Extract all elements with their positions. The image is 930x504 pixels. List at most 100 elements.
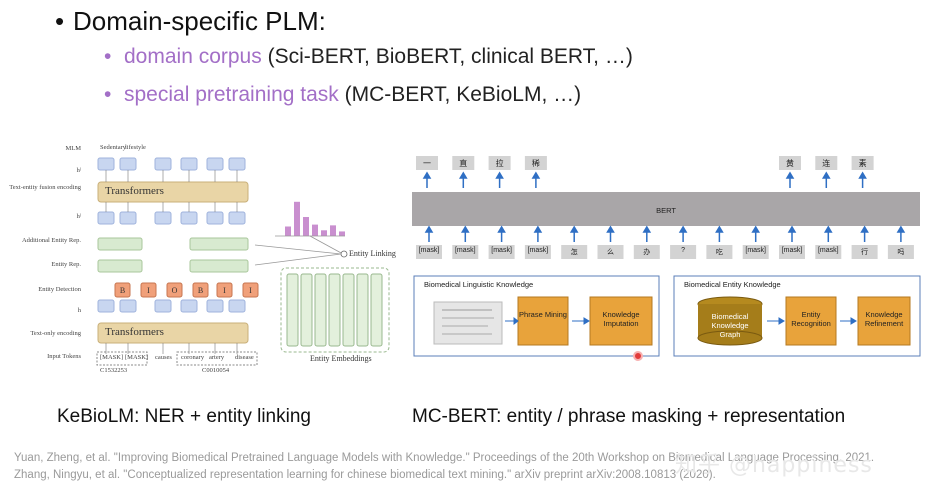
detection-tag: I [249,286,252,295]
input-token: [MASK] [125,354,149,361]
input-token: 么 [607,249,614,256]
input-token: 吃 [715,249,723,256]
token-box [97,211,115,225]
arrow-icon [821,171,831,188]
embedding-card [370,273,383,347]
input-token: [MASK] [100,354,124,361]
bert-bar [412,192,920,226]
entity-embeddings-label: Entity Embeddings [310,354,372,363]
top-word-1: Sedentary [100,144,126,151]
arrow-icon [785,171,795,188]
input-token-box [742,245,769,259]
arrow-icon [787,225,797,242]
arrow-icon [569,225,579,242]
arrow-icon [497,225,506,242]
row-label: hˡ [76,213,81,220]
text-transformers-label: Transformers [105,326,164,338]
input-token-box [561,245,588,259]
token-box [228,299,246,313]
token-box [154,299,172,313]
input-token: coronary [181,354,205,361]
output-token-box [416,156,438,170]
newspaper-image [433,301,503,345]
output-token: 一 [423,159,431,168]
input-token: [mask] [491,247,512,254]
output-token: 素 [858,159,867,168]
output-token-box [779,156,801,170]
arrow-icon [424,225,434,242]
arrow-icon [422,171,432,188]
bert-label: BERT [656,206,676,215]
token-box [154,211,172,225]
input-token-box [670,245,697,259]
input-token: [mask] [418,247,440,254]
input-token: 办 [643,249,651,256]
entity-title: Biomedical Entity Knowledge [684,280,781,289]
embedding-card [286,273,299,347]
arrow-icon [715,225,724,242]
arrow-icon [860,225,869,242]
arrow-icon [896,225,906,242]
detection-tag: I [223,286,226,295]
output-token-box [488,156,511,170]
output-token: 稀 [531,159,540,168]
detection-tag: O [172,286,178,295]
watermark: 知乎 @happiness [675,453,873,478]
entity-embeddings-group [280,267,390,353]
input-token-box [851,245,878,259]
arrow-icon [858,171,867,188]
arrow-icon [505,317,519,325]
bullet-special-pretraining: •special pretraining task (MC-BERT, KeBi… [104,83,582,106]
mcbert-svg [412,156,921,361]
embedding-score-bar [339,231,345,236]
embedding-score-bar [303,217,309,236]
fusion-transformers-label: Transformers [105,185,164,197]
reference-1: Yuan, Zheng, et al. "Improving Biomedica… [14,452,875,464]
reference-2: Zhang, Ningyu, et al. "Conceptualized re… [14,469,716,481]
token-box [206,157,224,171]
row-label: MLM [65,145,81,152]
token-box [119,157,137,171]
output-token: 直 [459,159,468,168]
cursor-dot [633,351,643,361]
entity-recognition-label: Entity Recognition [791,310,831,328]
arrow-icon [751,225,761,242]
entity-rep-box [97,259,143,273]
top-word-2: lifestyle [125,144,146,151]
row-label: Entity Detection [38,286,81,293]
input-token: [mask] [817,247,839,254]
detection-tag-box [242,282,259,298]
embedding-score-bar [330,225,336,236]
output-token-box [815,156,838,170]
token-box [154,157,172,171]
phrase-mining-label: Phrase Mining [519,310,567,319]
row-label: Entity Rep. [51,261,81,268]
arrow-icon [460,225,470,242]
input-token-box [815,245,842,259]
embedding-score-bar [312,224,318,236]
input-token-box [779,245,805,259]
output-token: 拉 [495,159,504,168]
token-box [206,299,224,313]
embedding-card [314,273,327,347]
token-box [180,211,198,225]
embedding-card [300,273,313,347]
mcbert-diagram: BERT 一[mask]直[mask]拉[mask]稀[mask]怎么办?吃[m… [412,150,922,365]
arrow-icon [495,171,504,188]
input-token: 吗 [897,249,905,256]
input-token-box [488,245,515,259]
entity-id-1: C1532253 [100,367,128,374]
input-token-box [633,245,660,259]
detection-tag-box [140,282,157,298]
knowledge-refinement-box [857,296,911,346]
token-box [97,157,115,171]
fusion-transformers-box [97,181,249,203]
knowledge-imputation-box [589,296,653,346]
embedding-card [328,273,341,347]
knowledge-refinement-label: Knowledge Refinement [864,310,904,328]
input-token-box [416,245,442,259]
detection-tag-box [114,282,131,298]
entity-linking-label: Entity Linking [349,249,396,258]
input-token: disease [235,354,254,361]
token-box [228,211,246,225]
